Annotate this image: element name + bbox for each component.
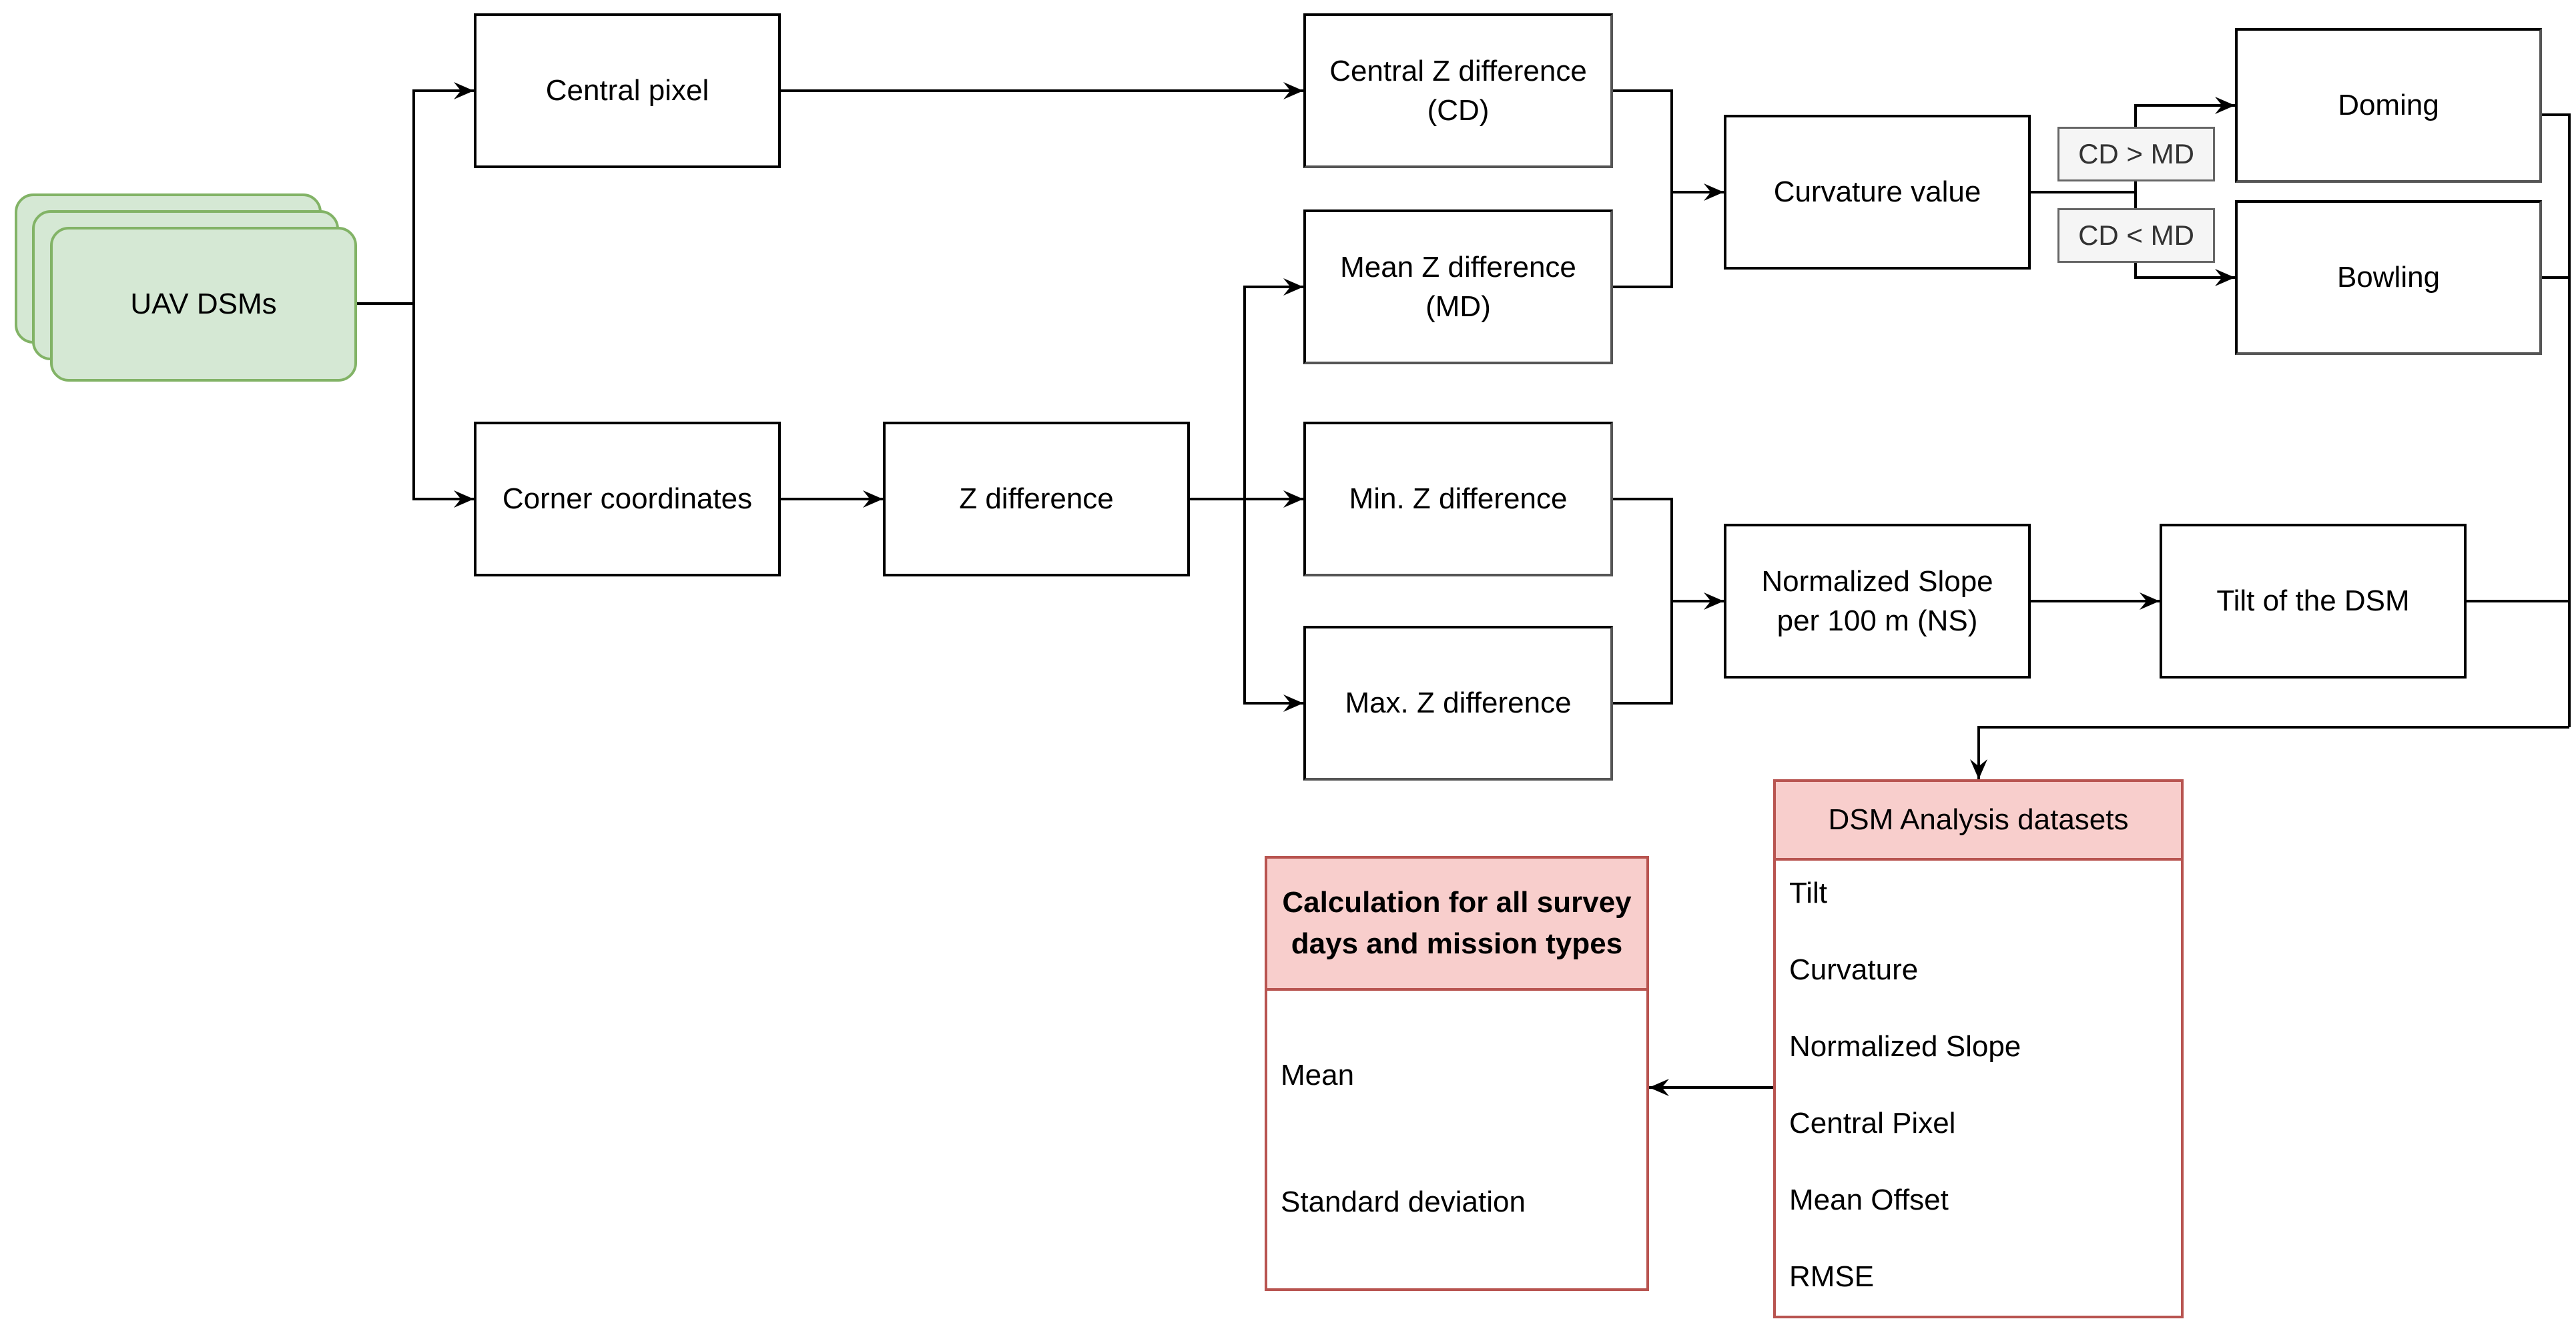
edge-analysis-to-calculation-arrowhead: [1649, 1079, 1669, 1096]
condition-cd-less-md: CD < MD: [2057, 208, 2215, 263]
calculation-item-standard-deviation: Standard deviation: [1281, 1186, 1526, 1218]
edge-uav-to-corner-coordinates: [412, 304, 474, 500]
analysis-item-normalized-slope: Normalized Slope: [1789, 1030, 2021, 1063]
edge-z-difference-to-min-arrowhead: [1283, 490, 1303, 508]
z-difference-node[interactable]: Z difference: [883, 422, 1190, 576]
edge-merge-to-curvature-arrowhead: [1704, 183, 1724, 201]
curvature-value-node[interactable]: Curvature value: [1724, 115, 2031, 270]
edge-curvature-to-bowling-arrowhead: [2215, 269, 2235, 286]
analysis-item-tilt: Tilt: [1789, 877, 1828, 909]
uav-dsms-node[interactable]: UAV DSMs: [50, 227, 357, 382]
edge-merge-to-normalized-slope-arrowhead: [1704, 592, 1724, 610]
min-z-difference-label: Min. Z difference: [1349, 482, 1568, 516]
condition-cd-greater-md-label: CD > MD: [2078, 138, 2194, 169]
bowling-label: Bowling: [2336, 261, 2441, 294]
edge-uav-to-corner-coordinates-arrowhead: [454, 490, 474, 508]
mean-z-difference-label: Mean Z difference (MD): [1340, 250, 1576, 323]
corner-coordinates-node[interactable]: Corner coordinates: [474, 422, 781, 576]
curvature-value-label: Curvature value: [1773, 175, 1981, 209]
edge-central-pixel-to-central-z-arrowhead: [1283, 82, 1303, 99]
edge-z-difference-to-mean-arrowhead: [1283, 278, 1303, 296]
edge-to-analysis-panel-arrowhead: [1970, 759, 1987, 779]
calculation-panel-title: Calculation for all survey days and miss…: [1282, 886, 1632, 960]
max-z-difference-label: Max. Z difference: [1345, 687, 1572, 720]
bowling-node[interactable]: Bowling: [2235, 200, 2542, 355]
edge-uav-to-central-pixel-arrowhead: [454, 82, 474, 99]
edge-min-to-normalized-slope: [1613, 498, 1673, 601]
analysis-item-mean-offset: Mean Offset: [1789, 1184, 1949, 1216]
doming-node[interactable]: Doming: [2235, 28, 2542, 183]
doming-label: Doming: [2338, 89, 2439, 122]
central-z-difference-node[interactable]: Central Z difference (CD): [1303, 13, 1613, 168]
tilt-of-dsm-label: Tilt of the DSM: [2216, 584, 2410, 618]
calculation-panel-header: Calculation for all survey days and miss…: [1267, 859, 1646, 991]
edge-mean-z-to-curvature: [1613, 192, 1673, 288]
max-z-difference-node[interactable]: Max. Z difference: [1303, 626, 1613, 781]
edge-max-to-normalized-slope: [1613, 601, 1673, 705]
calculation-panel: Calculation for all survey days and miss…: [1265, 856, 1649, 1291]
central-pixel-label: Central pixel: [545, 74, 709, 107]
min-z-difference-node[interactable]: Min. Z difference: [1303, 422, 1613, 576]
edge-z-difference-to-max-arrowhead: [1283, 695, 1303, 712]
edge-central-z-to-curvature: [1613, 89, 1673, 192]
edge-curvature-to-doming-arrowhead: [2215, 97, 2235, 114]
dsm-analysis-panel-title: DSM Analysis datasets: [1828, 803, 2129, 837]
uav-dsms-label: UAV DSMs: [130, 288, 277, 320]
normalized-slope-node[interactable]: Normalized Slope per 100 m (NS): [1724, 524, 2031, 679]
edge-z-difference-to-mean: [1243, 286, 1303, 499]
condition-cd-greater-md: CD > MD: [2057, 127, 2215, 181]
edge-uav-to-central-pixel: [412, 89, 474, 304]
edge-to-analysis-panel: [1977, 726, 2569, 779]
corner-coordinates-label: Corner coordinates: [502, 482, 753, 516]
calculation-item-mean: Mean: [1281, 1059, 1355, 1091]
condition-cd-less-md-label: CD < MD: [2078, 219, 2194, 251]
central-pixel-node[interactable]: Central pixel: [474, 13, 781, 168]
dsm-analysis-panel-header: DSM Analysis datasets: [1776, 782, 2181, 861]
central-z-difference-label: Central Z difference (CD): [1329, 54, 1587, 127]
edge-doming-out: [2542, 113, 2571, 727]
dsm-analysis-panel: DSM Analysis datasets Tilt Curvature Nor…: [1773, 779, 2184, 1318]
edge-z-difference-to-max: [1243, 499, 1303, 705]
z-difference-label: Z difference: [959, 482, 1114, 516]
edge-normalized-slope-to-tilt-arrowhead: [2140, 592, 2160, 610]
analysis-item-curvature: Curvature: [1789, 953, 1919, 986]
analysis-item-rmse: RMSE: [1789, 1260, 1875, 1293]
analysis-item-central-pixel: Central Pixel: [1789, 1107, 1956, 1140]
mean-z-difference-node[interactable]: Mean Z difference (MD): [1303, 209, 1613, 364]
normalized-slope-label: Normalized Slope per 100 m (NS): [1761, 564, 1993, 637]
tilt-of-dsm-node[interactable]: Tilt of the DSM: [2160, 524, 2467, 679]
edge-corner-to-z-difference-arrowhead: [863, 490, 883, 508]
